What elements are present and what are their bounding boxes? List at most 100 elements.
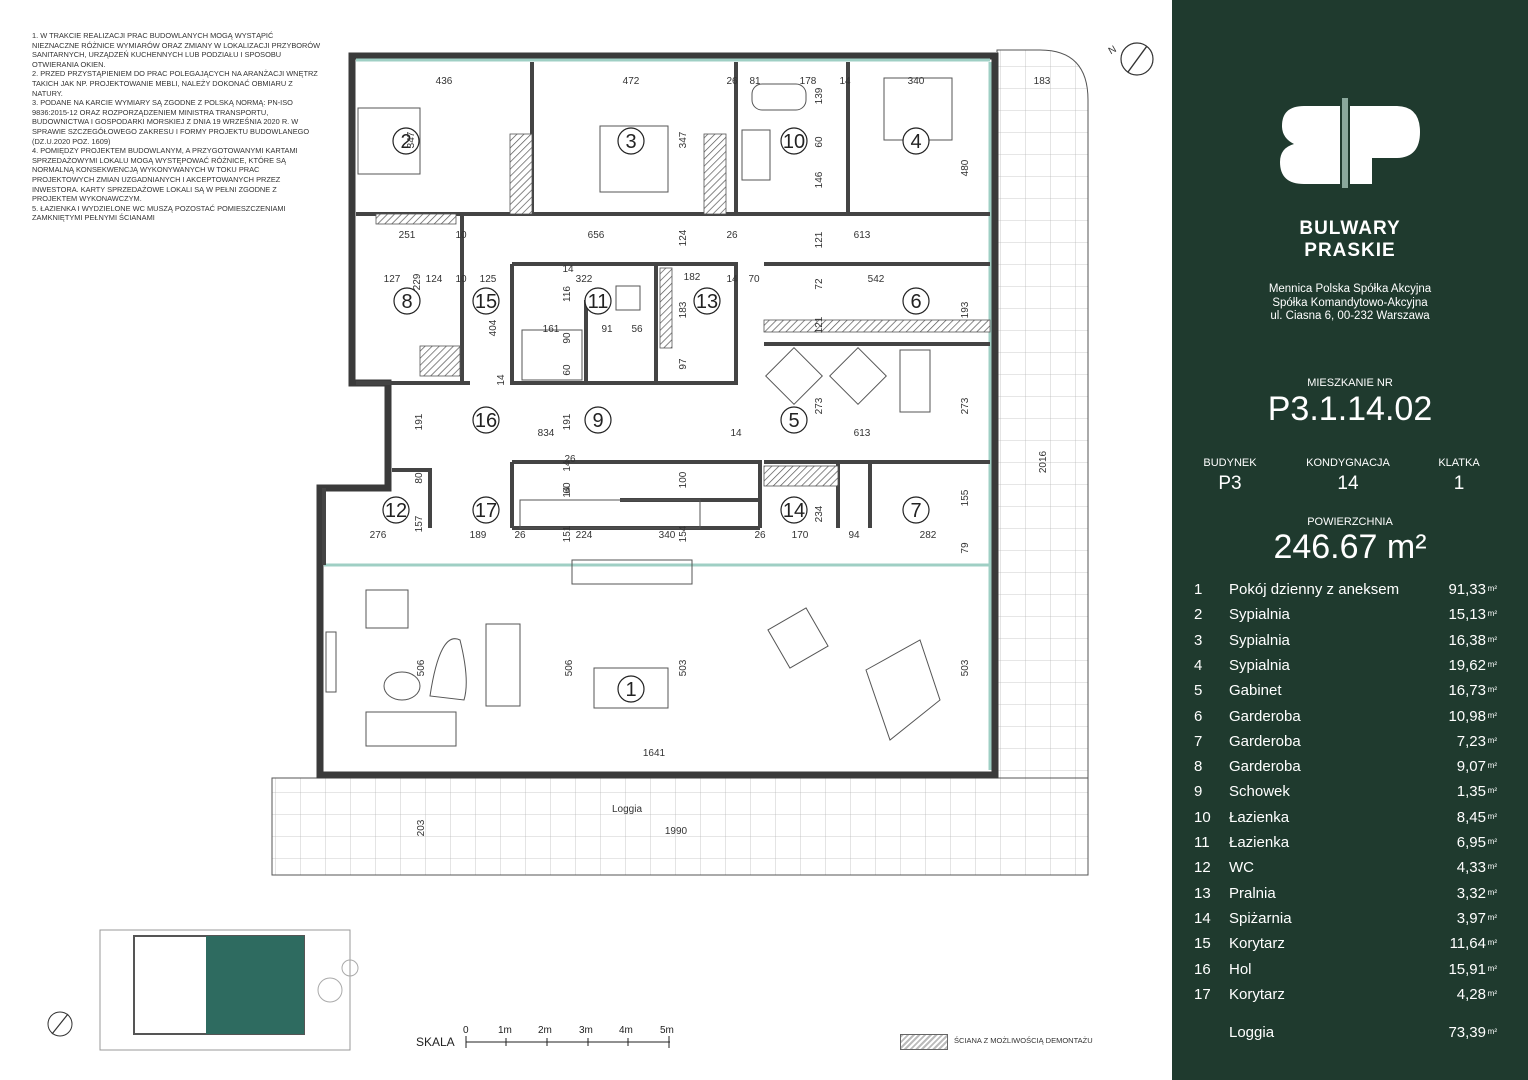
dimension-label: 81 bbox=[749, 76, 761, 87]
room-number-label: 5 bbox=[788, 410, 799, 432]
dimension-label: 14 bbox=[726, 274, 738, 285]
room-number: 1 bbox=[1194, 581, 1203, 598]
room-area: 15,13 bbox=[1448, 606, 1486, 624]
brand-line-2: PRASKIE bbox=[1304, 240, 1396, 261]
room-marker bbox=[617, 127, 645, 155]
dimension-label: 193 bbox=[960, 301, 971, 318]
room-number: 14 bbox=[1194, 909, 1211, 927]
room-marker bbox=[472, 406, 500, 434]
room-name: WC bbox=[1229, 859, 1254, 877]
room-area-unit: m² bbox=[1487, 837, 1497, 846]
room-area: 3,97 bbox=[1456, 909, 1486, 927]
dimension-label: 80 bbox=[414, 472, 425, 484]
dimension-label: 14 bbox=[839, 76, 851, 87]
dimension-label: 282 bbox=[920, 530, 937, 541]
dimension-label: 276 bbox=[370, 530, 387, 541]
room-number-label: 6 bbox=[910, 291, 921, 313]
dimension-label: 121 bbox=[814, 316, 825, 333]
room-number-label: 10 bbox=[783, 131, 805, 153]
dimension-label: 542 bbox=[868, 274, 885, 285]
dimension-label: 79 bbox=[960, 542, 971, 554]
dimension-label: 124 bbox=[678, 229, 689, 246]
room-marker bbox=[617, 675, 645, 703]
room-number: 13 bbox=[1194, 884, 1211, 902]
dimension-label: 506 bbox=[416, 659, 427, 676]
scale-tick-0: 0 bbox=[463, 1025, 469, 1036]
dimension-label: 26 bbox=[564, 454, 576, 465]
room-marker bbox=[392, 127, 420, 155]
dimension-label: 340 bbox=[908, 76, 925, 87]
room-marker bbox=[472, 287, 500, 315]
room-number: 16 bbox=[1194, 960, 1211, 978]
room-name: Garderoba bbox=[1229, 758, 1301, 776]
room-number-label: 3 bbox=[625, 131, 636, 153]
room-area: 3,32 bbox=[1456, 884, 1486, 902]
company-line-1: Mennica Polska Spółka Akcyjna bbox=[1268, 283, 1432, 295]
room-number: 4 bbox=[1194, 656, 1203, 674]
dimension-label: 178 bbox=[800, 76, 817, 87]
dimension-label: 56 bbox=[631, 324, 643, 335]
north-arrow: N bbox=[1107, 42, 1154, 76]
meta-floor: KONDYGNACJA 14 bbox=[1298, 457, 1398, 495]
room-number: 15 bbox=[1194, 935, 1211, 953]
room-area: 4,28 bbox=[1456, 985, 1486, 1003]
room-area-unit: m² bbox=[1487, 685, 1497, 695]
dimension-label: 1990 bbox=[665, 826, 688, 837]
room-area-unit: m² bbox=[1487, 786, 1497, 796]
dimension-label: 26 bbox=[514, 530, 526, 541]
dimension-label: 1641 bbox=[643, 748, 666, 759]
key-plan bbox=[47, 929, 359, 1051]
meta-staircase: KLATKA 1 bbox=[1409, 457, 1509, 495]
room-name: Spiżarnia bbox=[1229, 909, 1292, 927]
room-area: 9,07 bbox=[1456, 758, 1486, 776]
dimension-label: 613 bbox=[854, 428, 871, 439]
dimension-label: 2016 bbox=[1038, 450, 1049, 473]
legend-swatch bbox=[900, 1034, 948, 1050]
room-marker bbox=[780, 496, 808, 524]
room-marker bbox=[584, 406, 612, 434]
dimension-label: 124 bbox=[426, 274, 443, 285]
room-name: Łazienka bbox=[1229, 834, 1290, 851]
dimension-label: 340 bbox=[659, 530, 676, 541]
room-area: 6,95 bbox=[1456, 834, 1486, 851]
room-number-label: 12 bbox=[385, 500, 407, 522]
room-marker bbox=[902, 287, 930, 315]
meta-building: BUDYNEK P3 bbox=[1180, 457, 1280, 495]
room-number-label: 8 bbox=[401, 291, 412, 313]
room-marker bbox=[382, 496, 410, 524]
dimension-label: 251 bbox=[399, 230, 416, 241]
dimension-label: 656 bbox=[588, 230, 605, 241]
room-area: 15,91 bbox=[1448, 960, 1486, 978]
room-area: 4,33 bbox=[1456, 859, 1486, 877]
dimension-label: 157 bbox=[414, 515, 425, 532]
dimension-label: 183 bbox=[678, 301, 689, 318]
room-name: Łazienka bbox=[1229, 808, 1290, 826]
room-marker bbox=[780, 127, 808, 155]
room-name: Schowek bbox=[1229, 783, 1290, 801]
dimension-label: 26 bbox=[726, 230, 738, 241]
dimension-label: 70 bbox=[748, 274, 760, 285]
room-area: 19,62 bbox=[1448, 656, 1486, 674]
room-number-label: 1 bbox=[625, 679, 636, 701]
room-name: Gabinet bbox=[1229, 682, 1282, 700]
dimension-label: 480 bbox=[960, 159, 971, 176]
room-area-unit: m² bbox=[1487, 710, 1497, 720]
brand-line-1: BULWARY bbox=[1299, 218, 1401, 239]
brand-name: BULWARY PRASKIE bbox=[1172, 218, 1528, 262]
company-info: Mennica Polska Spółka Akcyjna Spółka Kom… bbox=[1172, 283, 1528, 324]
dimension-label: 26 bbox=[726, 76, 738, 87]
dimension-label: 100 bbox=[678, 471, 689, 488]
room-number-label: 15 bbox=[475, 291, 497, 313]
dimension-label: 273 bbox=[814, 397, 825, 414]
note-4: 4. Pomiędzy projektem budowlanym, a przy… bbox=[32, 146, 298, 204]
room-marker bbox=[693, 287, 721, 315]
dimension-label: 506 bbox=[564, 659, 575, 676]
